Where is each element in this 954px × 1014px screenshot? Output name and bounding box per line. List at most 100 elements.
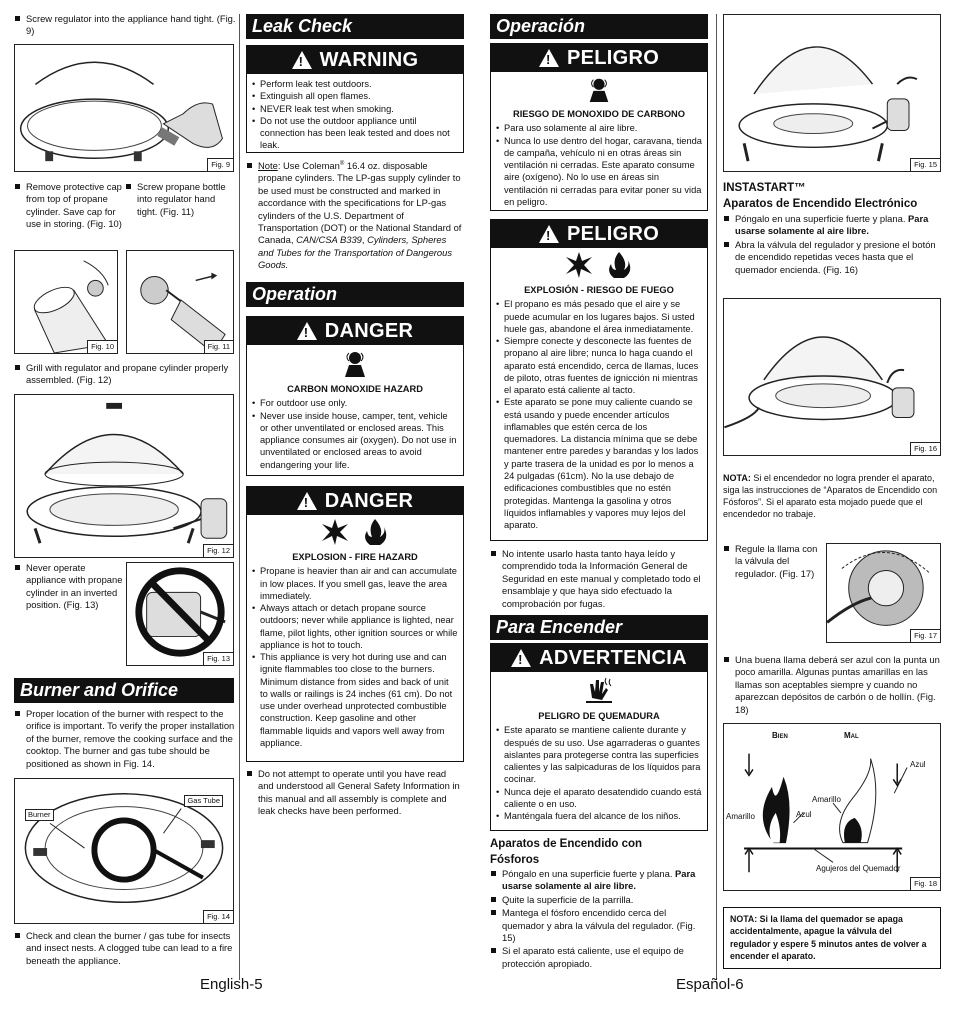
flame-out-note: NOTA: Si la llama del quemador se apaga … [723, 907, 941, 969]
burner-orifice-heading: Burner and Orifice [14, 678, 234, 703]
warning-box: WARNING Perform leak test outdoors. Exti… [246, 45, 464, 153]
instastart-step: Abra la válvula del regulador y presione… [723, 239, 941, 276]
peligro-content: EXPLOSIÓN - RIESGO DE FUEGO El propano e… [491, 278, 707, 535]
instastart-title: INSTASTART™ [723, 182, 806, 194]
cylinder-cap-illustration [33, 260, 109, 353]
match-step: Mantega el fósforo encendido cerca del q… [490, 907, 708, 944]
step-good-flame: Una buena llama deberá ser azul con la p… [723, 654, 941, 717]
advertencia-box: ADVERTENCIA PELIGRO DE QUEMADURA Este ap… [490, 643, 708, 831]
figure-label: Fig. 16 [910, 442, 940, 455]
step-burner-location: Proper location of the burner with respe… [14, 708, 236, 771]
figure-label: Fig. 9 [207, 158, 233, 171]
step-text: Mantega el fósforo encendido cerca del q… [502, 907, 696, 944]
no-inverted-cylinder-icon [135, 567, 226, 657]
hazard-title: PELIGRO DE QUEMADURA [538, 711, 660, 721]
step-text: Regule la llama con la válvula del regul… [735, 543, 818, 579]
peligro-item: Siempre conecte y desconecte las fuentes… [496, 335, 702, 396]
note-text: Si el encendedor no logra prender el apa… [723, 473, 938, 519]
note-text: : Use Coleman [277, 160, 340, 171]
danger-content: EXPLOSION - FIRE HAZARD Propane is heavi… [247, 545, 463, 753]
step-check-clean: Check and clean the burner / gas tube fo… [14, 930, 236, 968]
figure-15: Fig. 15 [723, 14, 941, 172]
step-text: Screw regulator into the appliance hand … [26, 13, 236, 37]
operation-heading: Operation [246, 282, 464, 307]
peligro-fire-box: PELIGRO EXPLOSIÓN - RIESGO DE FUEGO El p… [490, 219, 708, 541]
hazard-title: CARBON MONOXIDE HAZARD [287, 384, 423, 394]
advertencia-item: Manténgala fuera del alcance de los niño… [496, 810, 702, 823]
step-text: Póngalo en una superficie fuerte y plana… [502, 868, 676, 879]
warning-content: Perform leak test outdoors. Extinguish a… [247, 74, 463, 156]
step-screw-bottle: Screw propane bottle into regulator hand… [125, 181, 235, 219]
figure-14: Burner Gas Tube Fig. 14 [14, 778, 234, 924]
explosion-icon [322, 519, 348, 545]
warning-item: Extinguish all open flames. [252, 90, 458, 103]
figure-9: Fig. 9 [14, 44, 234, 172]
advertencia-item: Nunca deje el aparato desatendido cuando… [496, 786, 702, 811]
peligro-banner: PELIGRO [491, 220, 707, 248]
warning-title: WARNING [319, 48, 419, 71]
peligro-co-box: PELIGRO RIESGO DE MONOXIDO DE CARBONO Pa… [490, 43, 708, 211]
peligro-item: Para uso solamente al aire libre. [496, 122, 702, 135]
gas-tube-callout: Gas Tube [184, 795, 223, 807]
warning-triangle-icon [538, 49, 559, 68]
warning-triangle-icon [538, 225, 559, 244]
figure-13: Fig. 13 [126, 562, 234, 666]
figure-10: Fig. 10 [14, 250, 118, 354]
danger-banner: DANGER [247, 487, 463, 515]
leak-check-heading: Leak Check [246, 14, 464, 39]
yellow-label-center: Amarillo [812, 795, 841, 804]
good-flame-label: Bien [772, 731, 788, 740]
bottle-regulator-illustration [140, 272, 226, 353]
bad-flame-label: Mal [844, 731, 859, 740]
danger-item: This appliance is very hot during use an… [252, 651, 458, 749]
cylinder-note: Note: Use Coleman® 16.4 oz. disposable p… [246, 160, 464, 273]
page-footer-english: English-5 [200, 976, 263, 993]
step-text: Proper location of the burner with respe… [26, 708, 235, 769]
note-standard-title: Cylinders, Spheres and Tubes for the Tra… [258, 234, 453, 271]
note-word: Note [258, 160, 278, 171]
instastart-heading: INSTASTART™ Aparatos de Encendido Electr… [723, 180, 941, 212]
step-text: Si el aparato está caliente, use el equi… [502, 945, 684, 969]
instastart-subtitle: Aparatos de Encendido Electrónico [723, 198, 918, 211]
match-lighting-steps: Póngalo en una superficie fuerte y plana… [490, 868, 708, 971]
warning-banner: WARNING [247, 46, 463, 74]
danger-item: Never use inside house, camper, tent, ve… [252, 410, 458, 471]
hazard-title: RIESGO DE MONOXIDO DE CARBONO [512, 109, 685, 119]
peligro-title: PELIGRO [566, 222, 660, 245]
advertencia-content: PELIGRO DE QUEMADURA Este aparato se man… [491, 704, 707, 826]
step-text-bold: Para usarse solamente al aire libre. [502, 868, 696, 892]
step-assembled: Grill with regulator and propane cylinde… [14, 362, 236, 388]
danger-co-box: DANGER CARBON MONOXIDE HAZARD For outdoo… [246, 316, 464, 476]
peligro-banner: PELIGRO [491, 44, 707, 72]
advertencia-title: ADVERTENCIA [539, 646, 687, 669]
burner-position-illustration [24, 793, 224, 904]
match-step: Quite la superficie de la parrilla. [490, 894, 708, 906]
step-text: Una buena llama deberá ser azul con la p… [735, 654, 940, 715]
step-do-not-operate: Do not attempt to operate until you have… [246, 768, 464, 819]
danger-title: DANGER [324, 319, 414, 342]
figure-16: Fig. 16 [723, 298, 941, 456]
figure-17: Fig. 17 [826, 543, 941, 643]
step-text: Do not attempt to operate until you have… [258, 768, 460, 817]
warning-item: NEVER leak test when smoking. [252, 103, 458, 116]
column-divider [716, 14, 717, 980]
registered-mark: ® [339, 160, 345, 167]
step-regulate-flame: Regule la llama con la válvula del regul… [723, 543, 823, 581]
note-standard: CAN/CSA B339 [296, 234, 362, 246]
yellow-label-left: Amarillo [726, 812, 755, 821]
step-text: Remove protective cap from top of propan… [26, 181, 122, 230]
figure-label: Fig. 13 [203, 652, 233, 665]
flame-comparison-illustration [744, 753, 908, 873]
step-text: Quite la superficie de la parrilla. [502, 893, 634, 905]
peligro-item: Nunca lo use dentro del hogar, caravana,… [496, 135, 702, 209]
burner-callout: Burner [25, 809, 54, 821]
blue-label-right: Azul [910, 760, 926, 769]
figure-label: Fig. 14 [203, 910, 233, 923]
peligro-item: Este aparato se pone muy caliente cuando… [496, 396, 702, 531]
step-never-inverted: Never operate appliance with propane cyl… [14, 562, 124, 613]
peligro-content: RIESGO DE MONOXIDO DE CARBONO Para uso s… [491, 102, 707, 212]
danger-item: Propane is heavier than air and can accu… [252, 565, 458, 602]
advertencia-item: Este aparato se mantiene caliente durant… [496, 724, 702, 785]
danger-title: DANGER [324, 489, 414, 512]
danger-item: For outdoor use only. [252, 397, 458, 410]
